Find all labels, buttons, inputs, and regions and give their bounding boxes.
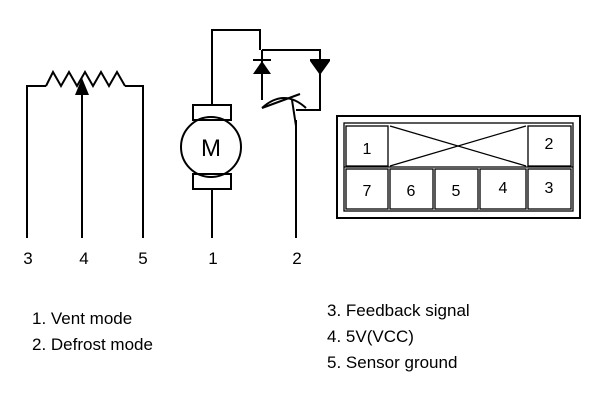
pin-label-4: 4 bbox=[79, 249, 88, 268]
connector-cell-2 bbox=[527, 125, 572, 167]
pin-label-2: 2 bbox=[292, 249, 301, 268]
legend: 1. Vent mode 2. Defrost mode 3. Feedback… bbox=[32, 301, 470, 372]
legend-item-vcc: 4. 5V(VCC) bbox=[327, 327, 414, 346]
motor-label: M bbox=[201, 135, 221, 162]
connector-cell-5 bbox=[434, 168, 479, 210]
connector-cell-1 bbox=[345, 125, 389, 167]
wiper-arrow bbox=[75, 78, 89, 95]
connector-label-4: 4 bbox=[499, 180, 508, 197]
diode-icon bbox=[253, 59, 271, 74]
legend-item-defrost-mode: 2. Defrost mode bbox=[32, 335, 153, 354]
pin-1-wire-top bbox=[211, 29, 261, 105]
connector-label-3: 3 bbox=[545, 180, 554, 197]
legend-item-sensor-ground: 5. Sensor ground bbox=[327, 353, 457, 372]
legend-item-vent-mode: 1. Vent mode bbox=[32, 309, 132, 328]
motor-circuit: M bbox=[180, 29, 330, 238]
motor-brush-top bbox=[192, 104, 232, 121]
potentiometer-icon bbox=[26, 69, 144, 238]
connector-cell-7 bbox=[345, 168, 389, 210]
pin-label-3: 3 bbox=[23, 249, 32, 268]
pin-3-wire bbox=[26, 85, 46, 238]
connector-label-1: 1 bbox=[363, 141, 372, 158]
diode-icon bbox=[310, 59, 330, 75]
legend-item-feedback-signal: 3. Feedback signal bbox=[327, 301, 470, 320]
connector-cell-6 bbox=[389, 168, 434, 210]
connector-cell-4 bbox=[479, 168, 527, 210]
connector-cell-3 bbox=[527, 168, 572, 210]
pin-label-1: 1 bbox=[208, 249, 217, 268]
connector-icon: 1 2 7 6 5 4 3 bbox=[336, 115, 581, 219]
connector-label-7: 7 bbox=[363, 183, 372, 200]
connector-label-5: 5 bbox=[452, 183, 461, 200]
pin-label-5: 5 bbox=[138, 249, 147, 268]
pin-5-wire bbox=[125, 85, 144, 238]
connector-outer bbox=[336, 115, 581, 219]
connector-empty-x bbox=[389, 125, 527, 167]
connector-label-2: 2 bbox=[545, 136, 554, 153]
resistor-zigzag bbox=[45, 69, 126, 89]
connector-label-6: 6 bbox=[407, 183, 416, 200]
diode-loop bbox=[261, 49, 321, 111]
motor-icon: M bbox=[180, 116, 242, 178]
